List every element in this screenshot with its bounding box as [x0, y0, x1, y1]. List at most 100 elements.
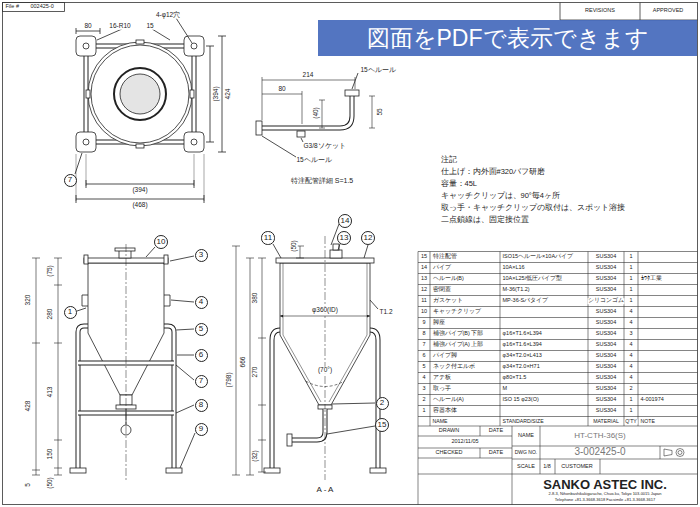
table-cell: 15 [420, 254, 427, 260]
top-view-part [184, 132, 204, 152]
drawing-label: 424 [225, 88, 232, 100]
table-cell: φ34×T2.0×H71 [502, 364, 540, 370]
table-cell: 3 [422, 386, 426, 392]
table-cell: 4 [422, 375, 426, 381]
drawing-label: (468) [132, 202, 148, 209]
table-cell: 8 [422, 331, 426, 337]
title-block [418, 426, 698, 505]
callout-number: 2 [376, 397, 389, 410]
drawing-label: φ360(ID) [312, 307, 339, 314]
callout-number: 4 [195, 296, 208, 309]
top-view-part [120, 74, 160, 114]
drawing-label: (75) [47, 265, 54, 278]
drawing-label: CUSTOMER [561, 464, 593, 470]
drawing-label: 2-8-3, Nihonbashikakigaracho, Chuo-ku, T… [548, 492, 662, 496]
table-cell: シリコンゴム [588, 298, 625, 304]
drawing-label: 666 [240, 356, 247, 368]
table-cell: 11 [421, 298, 428, 304]
table-cell: 脚座 [432, 320, 445, 326]
table-cell: 4 [629, 309, 633, 315]
drawing-label: (50) [291, 240, 298, 253]
pipe-detail-part [297, 131, 305, 137]
top-view-part [75, 153, 82, 174]
table-cell: SUS304 [595, 375, 617, 381]
top-view [75, 18, 226, 203]
table-cell: 1 [629, 287, 633, 293]
table-cell: φ34×T2.0×L413 [502, 353, 542, 359]
pipe-detail-part [345, 90, 359, 96]
parts-table [418, 252, 698, 427]
top-view-part [190, 90, 194, 98]
front-view-part [70, 468, 86, 473]
pipe-detail-part [262, 91, 302, 124]
drawing-label: 002425-0 [30, 4, 54, 10]
front-view-part [164, 255, 168, 264]
callout-text: 6 [199, 351, 203, 359]
callout-text: 10 [157, 238, 166, 246]
top-view-part [91, 45, 189, 143]
drawing-label: 15ヘルール [296, 157, 332, 164]
table-cell: ｶﾜﾀ工業 [640, 276, 662, 282]
table-cell: SUS304 [595, 408, 617, 414]
drawing-label: G3/8ソケット [303, 143, 346, 150]
drawing-label: (798) [226, 372, 233, 388]
front-view-part [32, 258, 40, 475]
callout-text: 7 [68, 176, 72, 184]
front-view-part [126, 244, 127, 480]
table-cell: 2 [422, 397, 426, 403]
top-view-part [206, 36, 226, 152]
parts-table-part [418, 252, 638, 427]
callout-number: 10 [154, 235, 168, 249]
front-view-part [84, 255, 88, 264]
table-cell: SUS304 [595, 320, 617, 326]
top-view-part [76, 132, 96, 152]
drawing-label: A - A [316, 486, 334, 494]
callout-number: 11 [261, 231, 274, 244]
front-view [32, 244, 195, 480]
drawing-label: 413 [47, 386, 54, 398]
callout-number: 13 [337, 231, 351, 245]
pipe-detail-part [319, 100, 325, 128]
table-cell: 4 [629, 342, 633, 348]
title-block-part [664, 449, 672, 456]
table-cell: 1 [422, 408, 426, 414]
drawing-label: APPROVED [652, 8, 684, 14]
section-view-part [272, 330, 280, 468]
top-view-part [76, 36, 96, 56]
drawing-label: 1/8 [543, 464, 552, 470]
front-view-part [54, 258, 62, 475]
top-view-part [83, 43, 89, 49]
table-cell: SUS304 [595, 386, 617, 392]
top-view-part [76, 180, 204, 203]
parts-table-part [418, 252, 698, 427]
callout-number: 9 [195, 423, 208, 436]
table-cell: SUS304 [595, 364, 617, 370]
table-cell: M-36(T1.2) [502, 287, 530, 293]
drawing-label: SCALE [516, 464, 535, 470]
table-cell: 10 [420, 309, 427, 315]
callout-number: 12 [361, 231, 375, 245]
top-view-part [97, 18, 192, 43]
title-block-part [678, 451, 682, 455]
front-view-part [164, 326, 174, 468]
pipe-detail-part [256, 121, 262, 135]
drawing-label: 5 [25, 483, 32, 488]
section-view-part [330, 250, 342, 258]
table-cell: SUS304 [595, 353, 617, 359]
table-cell: φ16×T1.6×L394 [502, 331, 542, 337]
drawing-label: T1.2 [379, 309, 393, 316]
banner-text: 図面をPDFで表示できます [367, 27, 649, 50]
table-cell: 特注配管 [432, 254, 457, 260]
front-view-part [77, 247, 195, 468]
top-view-part [184, 36, 204, 56]
table-cell: 補強パイプ(A) 上部 [432, 342, 484, 348]
drawing-label: 二点鎖線は、固定接位置 [440, 216, 529, 224]
front-view-part [164, 326, 174, 468]
top-view-part [136, 40, 144, 44]
sheet-frame-part [3, 3, 698, 505]
drawing-label: (40) [313, 107, 320, 120]
top-view-part [191, 139, 197, 145]
drawing-label: DWG NO. [514, 450, 538, 455]
callout-text: 15 [378, 421, 387, 429]
sheet-frame [3, 3, 698, 505]
